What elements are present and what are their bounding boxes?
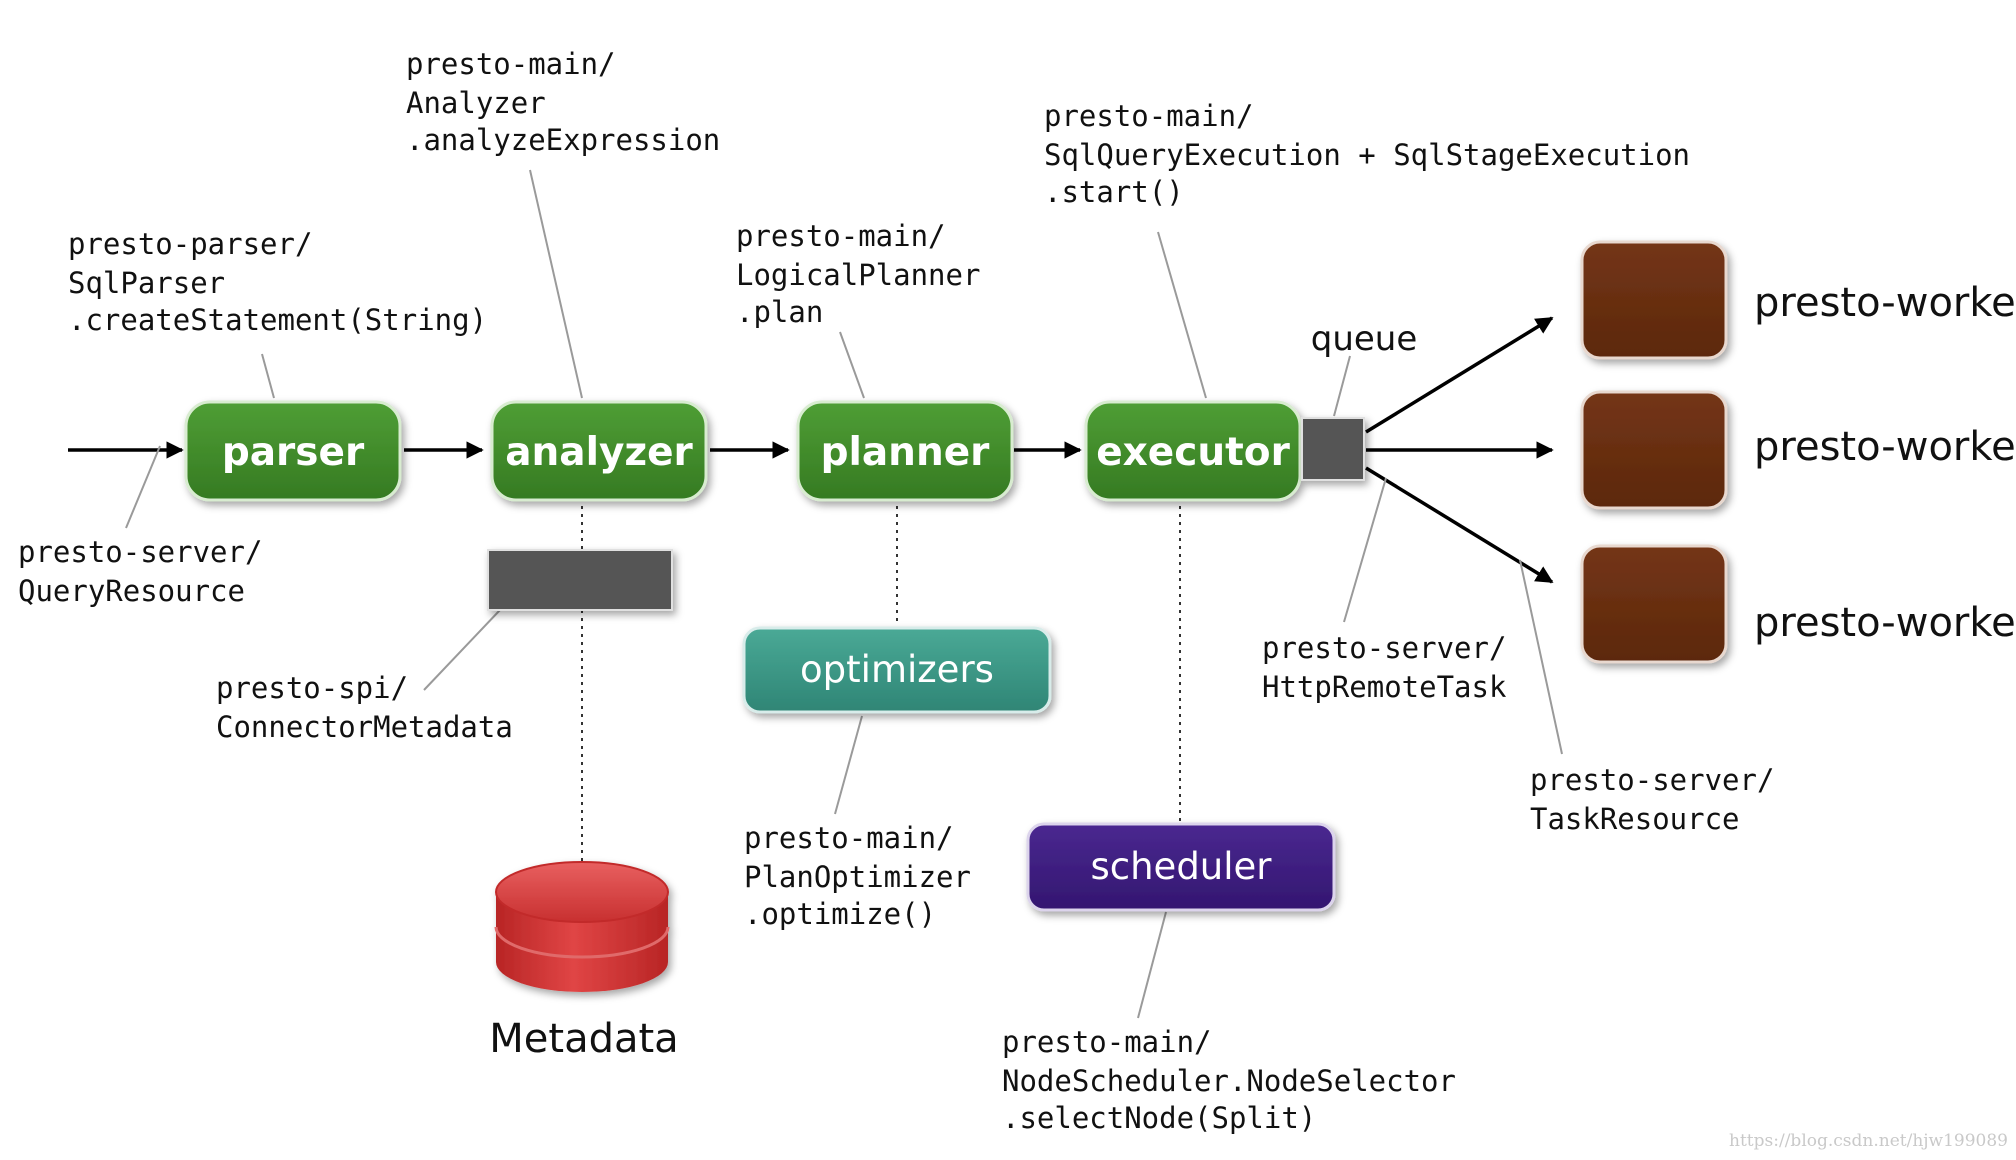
optimizers-label: optimizers [800, 648, 994, 691]
leader-analyzer [529, 169, 583, 399]
worker-label-3: presto-worker [1754, 600, 2016, 646]
svg-text:SqlQueryExecution + SqlStageEx: SqlQueryExecution + SqlStageExecution [1044, 138, 1690, 172]
svg-text:presto-main/: presto-main/ [1044, 99, 1254, 133]
worker-label-1: presto-worker [1754, 280, 2016, 326]
svg-text:presto-parser/: presto-parser/ [68, 227, 312, 261]
queue-block [1301, 417, 1365, 481]
leader-queue [1333, 355, 1351, 417]
watermark-text: https://blog.csdn.net/hjw199089 [1729, 1131, 2008, 1151]
annotation-task-resource: presto-server/ TaskResource [1530, 763, 1774, 836]
executor-label: executor [1096, 430, 1290, 475]
leader-node-scheduler [1137, 911, 1167, 1019]
queue-label: queue [1311, 319, 1418, 359]
svg-text:.analyzeExpression: .analyzeExpression [406, 123, 720, 157]
annotation-http-remote-task: presto-server/ HttpRemoteTask [1262, 631, 1507, 704]
planner-label: planner [821, 430, 991, 475]
connector-metadata-bar [487, 549, 673, 611]
svg-text:.optimize(): .optimize() [744, 897, 936, 931]
flow-arrow-worker-1 [1365, 316, 1554, 434]
svg-text:QueryResource: QueryResource [18, 574, 245, 608]
worker-box-3 [1580, 544, 1728, 664]
worker-box-2 [1580, 390, 1728, 510]
svg-text:LogicalPlanner: LogicalPlanner [736, 258, 980, 292]
annotation-execution: presto-main/ SqlQueryExecution + SqlStag… [1044, 99, 1690, 209]
svg-text:presto-server/: presto-server/ [18, 535, 262, 569]
scheduler-label: scheduler [1090, 845, 1272, 888]
leader-plan-optimizer [834, 715, 863, 815]
svg-text:PlanOptimizer: PlanOptimizer [744, 860, 971, 894]
annotation-connector-metadata: presto-spi/ ConnectorMetadata [216, 671, 513, 744]
parser-box [184, 400, 402, 502]
analyzer-box [490, 400, 708, 502]
svg-text:.createStatement(String): .createStatement(String) [68, 303, 487, 337]
leader-execution [1157, 231, 1207, 399]
scheduler-box [1026, 822, 1336, 912]
annotation-analyzer: presto-main/ Analyzer .analyzeExpression [406, 47, 720, 157]
svg-text:presto-main/: presto-main/ [744, 821, 954, 855]
leader-http-remote-task [1343, 477, 1387, 623]
svg-text:presto-server/: presto-server/ [1262, 631, 1506, 665]
svg-text:presto-main/: presto-main/ [1002, 1025, 1212, 1059]
annotation-sql-parser: presto-parser/ SqlParser .createStatemen… [68, 227, 487, 337]
executor-box [1084, 400, 1302, 502]
leader-sql-parser [261, 353, 275, 399]
svg-text:.plan: .plan [736, 295, 823, 329]
svg-text:Analyzer: Analyzer [406, 86, 546, 120]
annotation-logical-planner: presto-main/ LogicalPlanner .plan [736, 219, 980, 329]
svg-text:presto-main/: presto-main/ [736, 219, 946, 253]
svg-text:TaskResource: TaskResource [1530, 802, 1740, 836]
leader-connector-metadata [423, 609, 501, 691]
leader-query-resource [125, 445, 161, 529]
annotation-plan-optimizer: presto-main/ PlanOptimizer .optimize() [744, 821, 971, 931]
flow-arrow-worker-3 [1365, 466, 1554, 584]
parser-label: parser [222, 430, 365, 475]
svg-text:NodeScheduler.NodeSelector: NodeScheduler.NodeSelector [1002, 1064, 1456, 1098]
optimizers-box [742, 626, 1052, 714]
svg-text:.selectNode(Split): .selectNode(Split) [1002, 1101, 1316, 1135]
svg-text:presto-main/: presto-main/ [406, 47, 616, 81]
planner-box [796, 400, 1014, 502]
leader-task-resource [1519, 559, 1563, 755]
analyzer-label: analyzer [505, 430, 693, 475]
svg-text:presto-spi/: presto-spi/ [216, 671, 408, 705]
svg-text:presto-server/: presto-server/ [1530, 763, 1774, 797]
svg-text:HttpRemoteTask: HttpRemoteTask [1262, 670, 1507, 704]
svg-text:ConnectorMetadata: ConnectorMetadata [216, 710, 513, 744]
worker-box-1 [1580, 240, 1728, 360]
annotation-query-resource: presto-server/ QueryResource [18, 535, 262, 608]
svg-text:SqlParser: SqlParser [68, 266, 225, 300]
svg-text:.start(): .start() [1044, 175, 1184, 209]
leader-logical-planner [839, 331, 865, 399]
metadata-label: Metadata [489, 1016, 678, 1062]
worker-label-2: presto-worker [1754, 424, 2016, 470]
metadata-database-icon [494, 861, 670, 992]
annotation-node-scheduler: presto-main/ NodeScheduler.NodeSelector … [1002, 1025, 1456, 1135]
